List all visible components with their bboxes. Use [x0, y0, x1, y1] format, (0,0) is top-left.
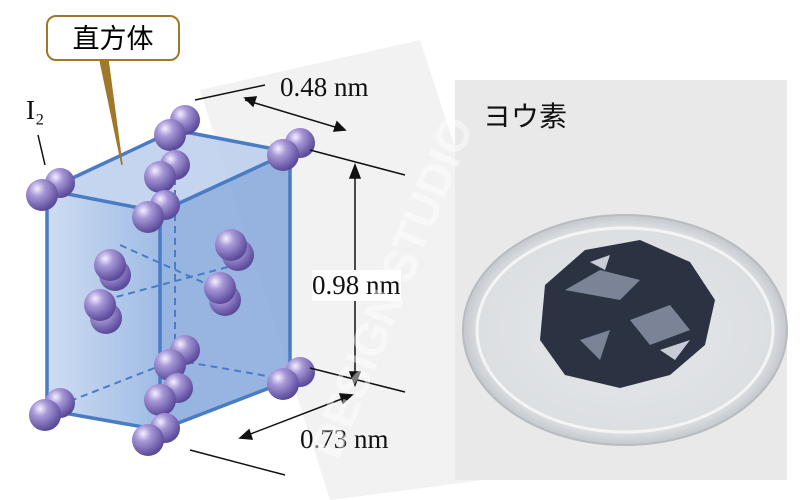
molecule-label: I₂	[26, 95, 45, 125]
dimension-lines	[37, 59, 406, 476]
dimension-a-label: 0.48 nm	[280, 72, 369, 102]
dimension-b-label: 0.73 nm	[300, 424, 389, 454]
iodine-photo	[455, 80, 788, 480]
shape-callout: 直方体	[46, 15, 180, 61]
iodine-molecules	[26, 105, 315, 456]
photo-title: ヨウ素	[483, 100, 568, 133]
dimension-c-label: 0.98 nm	[312, 270, 401, 301]
